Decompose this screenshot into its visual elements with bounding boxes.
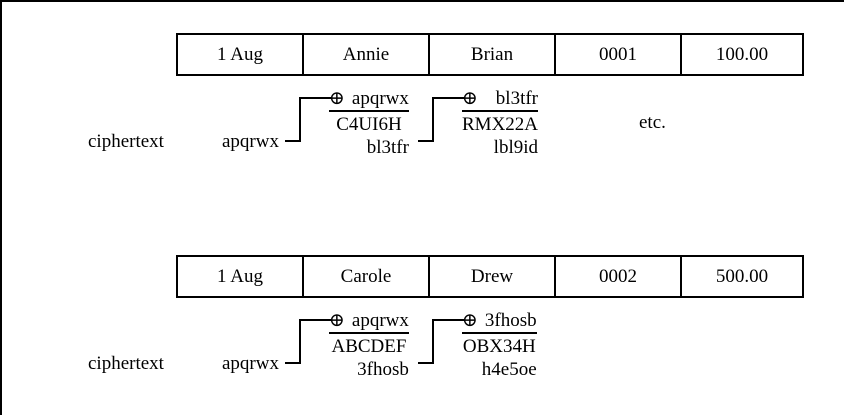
xor-operand-row: ⊕ bl3tfr xyxy=(462,88,539,112)
connector-elbow-1 xyxy=(299,97,331,142)
record-cell-date: 1 Aug xyxy=(178,257,304,296)
xor-operand-value: apqrwx xyxy=(351,310,409,331)
connector-elbow-2 xyxy=(432,319,464,364)
xor-result-value: lbl9id xyxy=(493,137,539,158)
ciphertext-row-2: ciphertext apqrwx ⊕ apqrwx ABCDEF 3fhosb… xyxy=(0,307,844,387)
xor-result-value: 3fhosb xyxy=(357,359,409,380)
record-cell-payee: Brian xyxy=(430,35,556,74)
xor-operand-value: 3fhosb xyxy=(484,310,537,331)
xor-plus-circle-icon: ⊕ xyxy=(329,88,345,109)
record-cell-amount: 100.00 xyxy=(715,44,769,65)
xor-group-1: ⊕ apqrwx ABCDEF 3fhosb xyxy=(329,311,409,379)
ciphertext-seed-value: apqrwx xyxy=(222,131,279,152)
record-cell-reference: 0002 xyxy=(556,257,682,296)
xor-result-value: h4e5oe xyxy=(481,359,537,380)
xor-key-value: RMX22A xyxy=(462,114,539,135)
ciphertext-row-1: ciphertext apqrwx ⊕ apqrwx C4UI6H bl3tfr… xyxy=(0,85,844,165)
xor-key-value: OBX34H xyxy=(462,336,536,357)
record-cell-date: 1 Aug xyxy=(178,35,304,74)
xor-result-value: bl3tfr xyxy=(366,137,409,158)
record-cell-reference: 0001 xyxy=(556,35,682,74)
connector-stub-2 xyxy=(418,362,434,364)
connector-stub-1 xyxy=(285,140,301,142)
xor-group-2: ⊕ bl3tfr RMX22A lbl9id xyxy=(462,88,539,158)
xor-operand-value: apqrwx xyxy=(351,88,409,109)
ciphertext-label: ciphertext xyxy=(88,353,164,374)
record-cell-payer: Annie xyxy=(304,35,430,74)
ciphertext-seed-value: apqrwx xyxy=(222,353,279,374)
xor-operand-row: ⊕ apqrwx xyxy=(329,311,409,334)
connector-elbow-2 xyxy=(432,97,464,142)
xor-operand-row: ⊕ apqrwx xyxy=(329,89,409,112)
xor-key-value: C4UI6H xyxy=(336,114,402,135)
xor-group-2: ⊕ 3fhosb OBX34H h4e5oe xyxy=(462,311,537,379)
xor-plus-circle-icon: ⊕ xyxy=(329,310,345,331)
record-cell-payee: Drew xyxy=(430,257,556,296)
record-cell-payer: Carole xyxy=(304,257,430,296)
connector-elbow-1 xyxy=(299,319,331,364)
ciphertext-label: ciphertext xyxy=(88,131,164,152)
xor-operand-value: bl3tfr xyxy=(495,88,539,109)
xor-key-value: ABCDEF xyxy=(331,336,407,357)
continuation-note: etc. xyxy=(639,112,666,133)
record-table-1: 1 Aug Annie Brian 0001 100.00 xyxy=(176,33,804,76)
xor-plus-circle-icon: ⊕ xyxy=(462,88,478,109)
connector-stub-1 xyxy=(285,362,301,364)
record-table-2: 1 Aug Carole Drew 0002 500.00 xyxy=(176,255,804,298)
xor-group-1: ⊕ apqrwx C4UI6H bl3tfr xyxy=(329,89,409,157)
xor-plus-circle-icon: ⊕ xyxy=(462,310,478,331)
connector-stub-2 xyxy=(418,140,434,142)
xor-operand-row: ⊕ 3fhosb xyxy=(462,311,537,334)
record-cell-amount: 500.00 xyxy=(715,266,769,287)
